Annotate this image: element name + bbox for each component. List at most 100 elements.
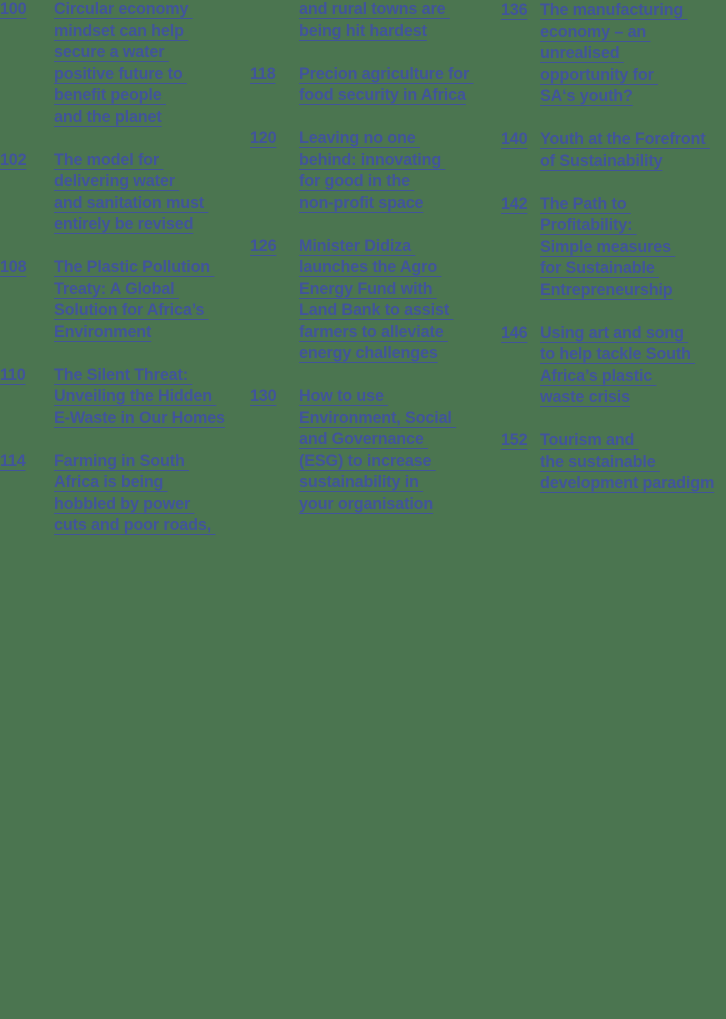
toc-entry-title-line: Minister Didiza — [299, 236, 416, 255]
toc-entry-page-number[interactable]: 114 — [0, 451, 26, 470]
toc-entry-title-line: farmers to alleviate — [299, 322, 448, 341]
toc-entry-title-line: How to use — [299, 387, 389, 405]
toc-entry-title-line: The Silent Threat: — [54, 365, 193, 384]
toc-entry-title-line: entirely be revised — [54, 215, 194, 233]
toc-entry-title[interactable]: The model for delivering water and sanit… — [0, 150, 240, 236]
toc-entry-title-line: the sustainable — [540, 452, 660, 471]
toc-entry-title-line: The Plastic Pollution — [54, 258, 215, 276]
toc-entry-page-number[interactable]: 108 — [0, 258, 27, 276]
toc-entry-page-number[interactable]: 152 — [501, 431, 528, 449]
toc-entry-title-line: SA‘s youth? — [540, 87, 633, 105]
toc-entry-title-line: (ESG) to increase — [299, 451, 436, 470]
toc-entry-title-line: Using art and song — [540, 323, 689, 342]
toc-entry-title-line: behind: innovating — [299, 150, 446, 169]
toc-entry-title[interactable]: Youth at the Forefront of Sustainability — [501, 129, 726, 172]
toc-entry-title-line: unrealised — [540, 44, 624, 62]
toc-entry-page-number[interactable]: 140 — [501, 130, 528, 148]
toc-entry-title-line: Africa’s plastic — [540, 366, 657, 385]
toc-entry-title-line: Simple measures — [540, 237, 676, 256]
toc-entry-title-line: Leaving no one — [299, 129, 420, 147]
toc-entry-title-line: positive future to — [54, 64, 187, 83]
toc-entry-title-line: to help tackle South — [540, 345, 696, 363]
toc-entry-title-line: development paradigm — [540, 474, 715, 492]
toc-entry-title[interactable]: The Path to Profitability: Simple measur… — [501, 194, 726, 302]
toc-entry-title-line: Tourism and — [540, 431, 639, 449]
toc-entry-page-number[interactable]: 110 — [0, 365, 26, 384]
toc-entry-title[interactable]: Circular economy mindset can help secure… — [0, 0, 240, 128]
toc-entry-title-line: Treaty: A Global — [54, 279, 179, 298]
toc-entry-page-number[interactable]: 102 — [0, 150, 27, 169]
toc-entry-title-line: The Path to — [540, 194, 631, 213]
toc-entry-title-line: Entrepreneurship — [540, 280, 673, 299]
toc-column-2: and rural towns are being hit hardest 118… — [250, 0, 490, 600]
toc-entry-title-line: waste crisis — [540, 388, 630, 406]
toc-entry-title-line: Circular economy — [54, 0, 193, 18]
toc-entry-title-line: hobbled by power — [54, 494, 195, 513]
toc-entry-title-line: Land Bank to assist — [299, 301, 454, 319]
toc-entry-title[interactable]: Minister Didiza launches the Agro Energy… — [250, 236, 490, 365]
toc-entry-title[interactable]: How to use Environment, Social and Gover… — [250, 386, 490, 515]
toc-entry-title-line: sustainability in — [299, 473, 424, 491]
toc-entry-title-line: food security in Africa — [299, 86, 466, 104]
toc-entry-title-line: energy challenges — [299, 344, 438, 362]
toc-entry-title-line: Unveiling the Hidden — [54, 387, 217, 405]
toc-entry-title-line: Environment — [54, 322, 152, 341]
toc-entry-title-line: launches the Agro — [299, 258, 442, 276]
toc-entry-title-line: and sanitation must — [54, 193, 209, 212]
toc-entry-page-number[interactable]: 118 — [250, 64, 276, 83]
toc-entry-title[interactable]: The Plastic Pollution Treaty: A Global S… — [0, 257, 240, 343]
toc-entry-page-number[interactable]: 146 — [501, 323, 528, 342]
toc-entry-page-number[interactable]: 142 — [501, 194, 528, 213]
toc-entry-title-line: economy – an — [540, 22, 651, 41]
toc-entry-page-number[interactable]: 100 — [0, 0, 27, 18]
toc-entry-title-line: non-profit space — [299, 193, 424, 212]
toc-entry-title-line: your organisation — [299, 494, 434, 513]
toc-entry-title[interactable]: Tourism and the sustainable development … — [501, 430, 726, 495]
toc-entry-page-number[interactable]: 120 — [250, 129, 277, 147]
toc-entry-page-number[interactable]: 136 — [501, 1, 528, 19]
toc-entry-page-number[interactable]: 130 — [250, 387, 277, 405]
toc-entry-title[interactable]: The Silent Threat: Unveiling the Hidden … — [0, 365, 240, 430]
toc-entry-title-line: delivering water — [54, 172, 180, 190]
toc-entry-title-line: of Sustainability — [540, 151, 663, 170]
toc-entry-title-line: for Sustainable — [540, 259, 660, 277]
toc-entry-page-number[interactable]: 126 — [250, 236, 277, 255]
toc-entry-title-line: benefit people — [54, 86, 166, 104]
toc-entry-title-line: Farming in South — [54, 451, 190, 470]
toc-entry-title-line: Solution for Africa’s — [54, 301, 209, 319]
toc-entry-title[interactable]: Using art and song to help tackle South … — [501, 323, 726, 409]
toc-entry-title-line: Energy Fund with — [299, 279, 437, 298]
toc-entry-title-line: opportunity for — [540, 65, 659, 84]
toc-entry-title-line: and the planet — [54, 107, 162, 126]
toc-entry-title[interactable]: The manufacturing economy – an unrealise… — [501, 0, 726, 108]
toc-entry-title-line: Africa is being — [54, 473, 168, 491]
toc-entry-title-line: Precion agriculture for — [299, 64, 474, 83]
toc-entry-title-line: for good in the — [299, 172, 415, 190]
toc-entry-title[interactable]: Farming in South Africa is being hobbled… — [0, 451, 240, 537]
toc-entry-title-line: Youth at the Forefront — [540, 130, 710, 148]
toc-entry-title-line: secure a water — [54, 43, 169, 61]
toc-entry-title-line: The manufacturing — [540, 1, 688, 19]
toc-entry-title[interactable]: and rural towns are being hit hardest — [250, 0, 490, 42]
toc-entry-title[interactable]: Leaving no one behind: innovating for go… — [250, 128, 490, 214]
toc-entry-title[interactable]: Precion agriculture for food security in… — [250, 64, 490, 107]
toc-entry[interactable]: and rural towns are being hit hardest — [250, 0, 490, 42]
toc-entry-title-line: and rural towns are — [299, 0, 450, 18]
